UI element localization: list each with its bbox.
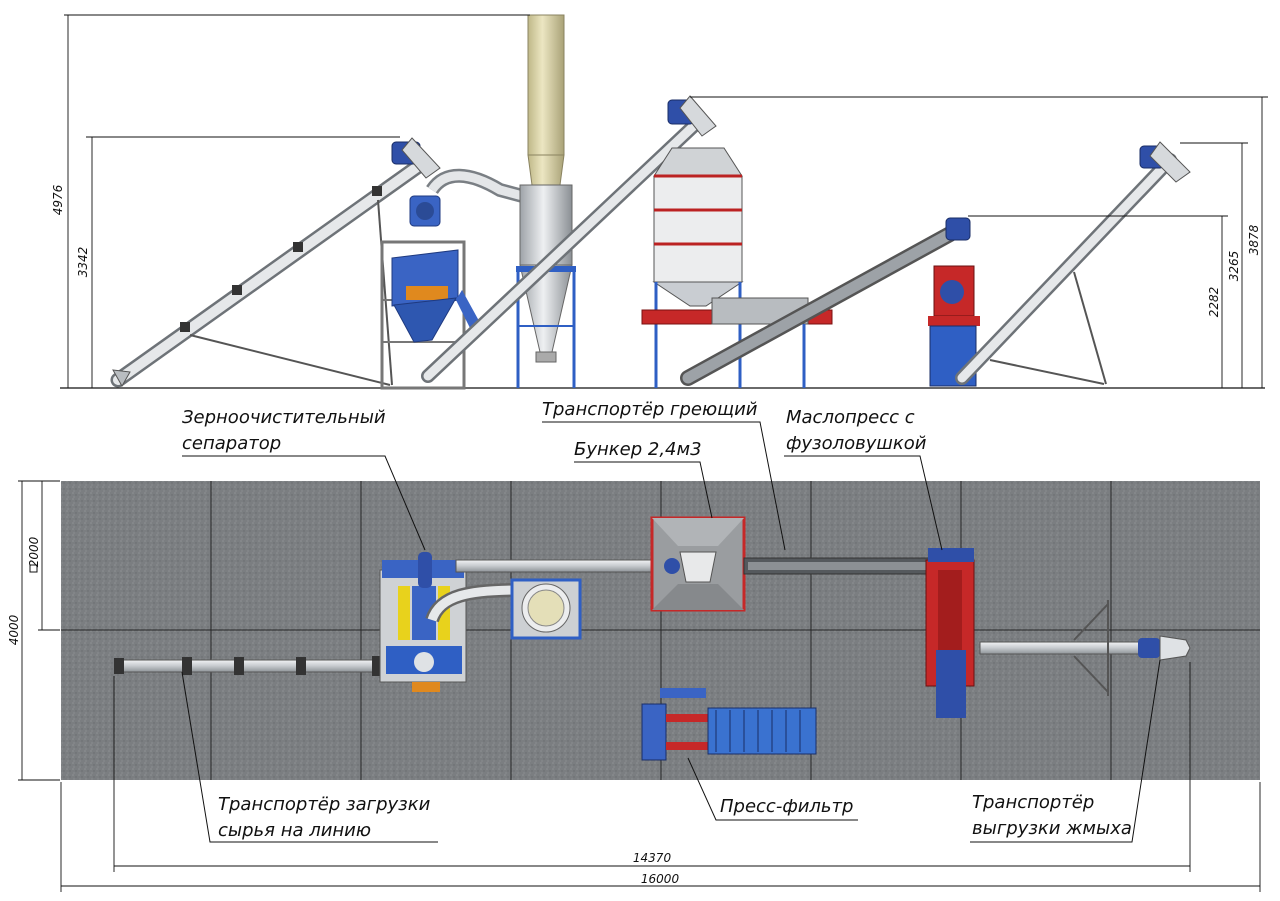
separator-elevation bbox=[380, 195, 484, 390]
label-bunker: Бункер 2,4м3 bbox=[574, 439, 702, 460]
bunker-elevation bbox=[641, 147, 833, 388]
dim-4000: 4000 bbox=[7, 614, 21, 645]
label-press-filter: Пресс-фильтр bbox=[720, 796, 853, 817]
dim-3342: 3342 bbox=[76, 247, 90, 278]
dim-3878: 3878 bbox=[1247, 224, 1261, 255]
heating-conveyor-plan bbox=[743, 557, 935, 575]
oil-press-plan bbox=[925, 548, 975, 718]
height-dimensions: 4976 3342 3878 3265 2282 bbox=[51, 14, 1268, 388]
label-heating-conveyor: Транспортёр греющий bbox=[542, 399, 758, 420]
plan-dimensions: 4000 2000 14370 16000 bbox=[7, 480, 1261, 892]
cyclone-tower bbox=[516, 14, 576, 388]
unloading-conveyor-plan bbox=[979, 600, 1191, 696]
dim-2000: 2000 bbox=[27, 536, 41, 567]
heating-conveyor-elevation bbox=[680, 217, 971, 386]
dim-4976: 4976 bbox=[51, 184, 65, 215]
loading-conveyor-plan bbox=[114, 656, 389, 676]
label-loading-line1: Транспортёр загрузки bbox=[218, 794, 431, 815]
separator-plan bbox=[379, 552, 467, 692]
label-unload-line2: выгрузки жмыха bbox=[972, 818, 1132, 839]
cyclone-plan bbox=[510, 578, 582, 640]
label-loading-line2: сырья на линию bbox=[218, 820, 371, 841]
elevation-view: 4976 3342 3878 3265 2282 bbox=[51, 14, 1268, 390]
label-unload-line1: Транспортёр bbox=[972, 792, 1094, 813]
label-oilpress-line1: Маслопресс с bbox=[786, 407, 915, 428]
dim-16000: 16000 bbox=[641, 872, 680, 886]
bunker-plan bbox=[650, 516, 746, 612]
press-filter-plan bbox=[641, 688, 817, 761]
leader-lines bbox=[181, 421, 1161, 843]
loading-conveyor-elevation bbox=[110, 137, 441, 388]
label-separator-line1: Зерноочистительный bbox=[182, 407, 386, 428]
unloading-conveyor-elevation bbox=[955, 141, 1191, 385]
dim-14370: 14370 bbox=[633, 851, 672, 865]
dim-2282: 2282 bbox=[1207, 287, 1221, 318]
label-oilpress-line2: фузоловушкой bbox=[786, 433, 927, 454]
bunker-feed-conveyor-elevation bbox=[421, 95, 717, 383]
label-separator-line2: сепаратор bbox=[182, 433, 281, 454]
square-symbol bbox=[29, 564, 38, 573]
dim-3265: 3265 bbox=[1227, 251, 1241, 282]
plan-view: 4000 2000 14370 16000 bbox=[7, 421, 1261, 892]
